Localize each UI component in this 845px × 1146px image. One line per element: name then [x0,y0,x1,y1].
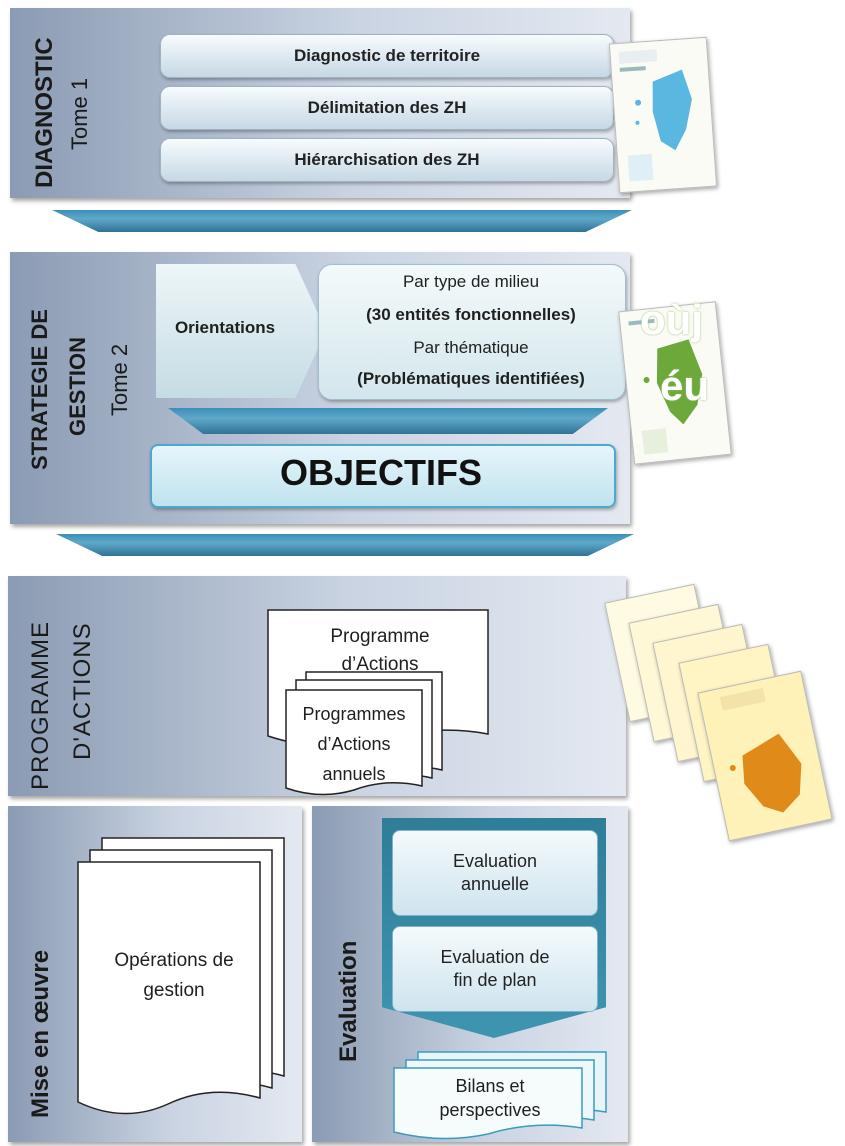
detail-line2: (30 entités fonctionnelles) [366,305,576,324]
detail-line1: Par type de milieu [402,272,540,291]
evaluation-annuelle-box: Evaluation annuelle [392,830,598,916]
eval-box1-line1: Evaluation [452,850,538,871]
flow-arrow-1 [52,210,632,232]
objectifs-box [150,444,616,508]
blue-map-icon [618,49,692,182]
programme-annual-line2: d’Actions [317,734,391,754]
strategie-title-line1: STRATEGIE DE [27,309,52,470]
diagnostic-item-hierarchisation: Hiérarchisation des ZH [160,138,614,182]
overlay-text-2: éu [660,362,710,409]
detail-line4: (Problématiques identifiées) [357,369,585,388]
programme-main-line2: d’Actions [341,654,419,675]
eval-box1-line2: annuelle [460,874,530,894]
programme-title-line1: PROGRAMME [27,620,54,790]
overlay-text-1: oùj [640,296,703,343]
programme-main-line1: Programme [330,626,430,647]
programme-title-line2: D'ACTIONS [69,622,96,760]
eval-box2-line2: fin de plan [453,970,537,990]
mise-en-oeuvre-title: Mise en œuvre [27,949,54,1118]
orange-map-icon [719,687,802,813]
operations-line1: Opérations de [114,950,234,971]
diagnostic-tome: Tome 1 [67,77,92,150]
orientations-label: Orientations [174,318,276,337]
tome2-cover-thumbnail [618,301,732,465]
programme-annual-line1: Programmes [302,704,406,724]
bilans-line2: perspectives [439,1100,541,1120]
green-map-icon [628,318,703,455]
strategie-tome: Tome 2 [107,343,132,416]
evaluation-title: Evaluation [335,940,362,1062]
detail-line3: Par thématique [413,338,529,357]
objectifs-label: OBJECTIFS [279,452,483,493]
tome1-cover-thumbnail [608,36,718,194]
operations-documents [77,837,285,1115]
operations-line2: gestion [143,980,205,1001]
evaluation-fin-de-plan-box: Evaluation de fin de plan [392,926,598,1012]
flow-arrow-inner [168,408,608,434]
flow-arrow-2 [56,534,634,556]
bilans-line1: Bilans et [455,1076,525,1096]
orientations-chevron [156,264,326,398]
diagnostic-item-delimitation: Délimitation des ZH [160,86,614,130]
strategie-title-line2: GESTION [65,336,90,436]
eval-box2-line1: Evaluation de [440,946,550,967]
bilans-documents [393,1051,607,1140]
diagnostic-item-territoire: Diagnostic de territoire [160,34,614,78]
programme-annual-documents [285,671,443,796]
diagnostic-title: DIAGNOSTIC [31,37,58,188]
programme-thumbnail-5 [697,670,833,842]
programme-annual-line3: annuels [322,764,386,784]
